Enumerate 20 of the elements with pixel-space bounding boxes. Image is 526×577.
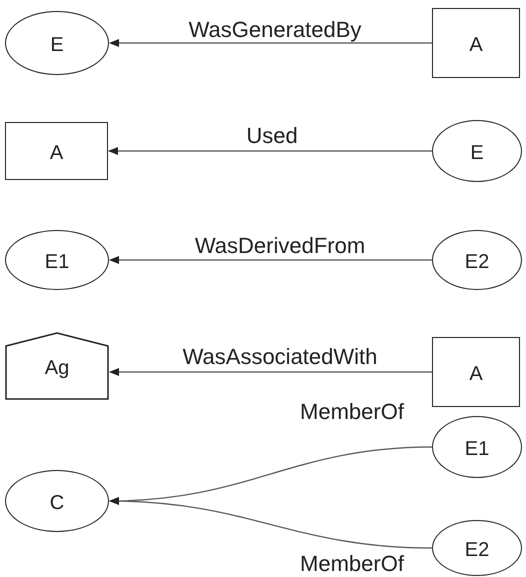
node-label: E2 — [464, 250, 490, 275]
activity-box — [5, 122, 108, 180]
arrow — [108, 147, 432, 155]
arrow — [109, 497, 432, 549]
node-label: E2 — [464, 538, 490, 563]
node-label: A — [469, 33, 483, 58]
node-label: Ag — [44, 356, 70, 381]
arrow — [109, 368, 432, 376]
node-label: A — [469, 362, 483, 387]
arrow — [109, 256, 432, 264]
node-label: E1 — [464, 437, 490, 462]
node-label: C — [50, 491, 64, 516]
activity-box — [432, 8, 520, 78]
node-label: A — [50, 141, 64, 166]
agent-house-shape — [5, 332, 109, 400]
node-label: E1 — [44, 250, 70, 275]
node-label: E — [50, 33, 64, 58]
arrow — [109, 39, 432, 47]
node-label: E — [470, 141, 484, 166]
activity-box — [432, 337, 520, 407]
